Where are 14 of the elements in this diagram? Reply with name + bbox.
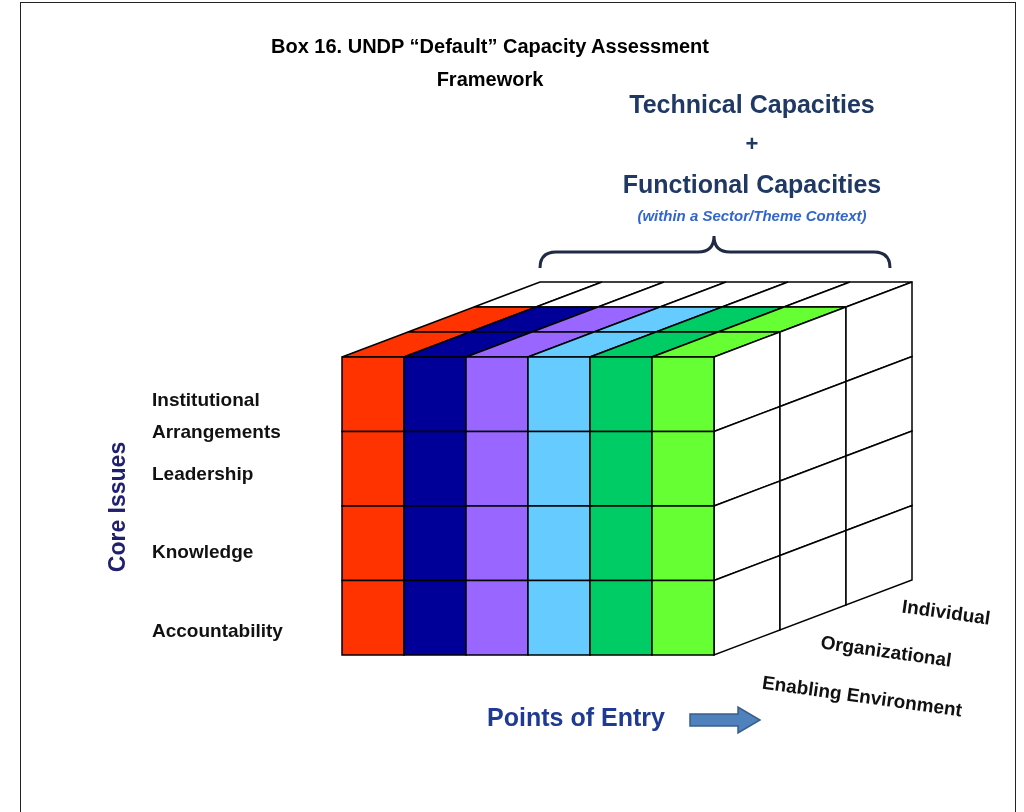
axis-label: Points of Entry	[487, 702, 665, 732]
heading: Functional Capacities	[622, 169, 882, 199]
title: Box 16. UNDP “Default” Capacity Assessment Framework	[270, 34, 710, 92]
axis-label: Core Issues	[104, 441, 132, 573]
row-label: Leadership	[152, 463, 254, 486]
plus-sign: +	[745, 130, 759, 158]
layer-label: Individual	[900, 595, 992, 631]
subheading: (within a Sector/Theme Context)	[637, 207, 867, 225]
layer-label: Organizational	[819, 631, 953, 673]
row-label: Accountability	[152, 620, 283, 643]
heading: Technical Capacities	[629, 89, 875, 119]
row-label: Institutional Arrangements	[152, 388, 282, 444]
layer-label: Enabling Environment	[760, 671, 964, 723]
row-label: Knowledge	[152, 541, 254, 564]
